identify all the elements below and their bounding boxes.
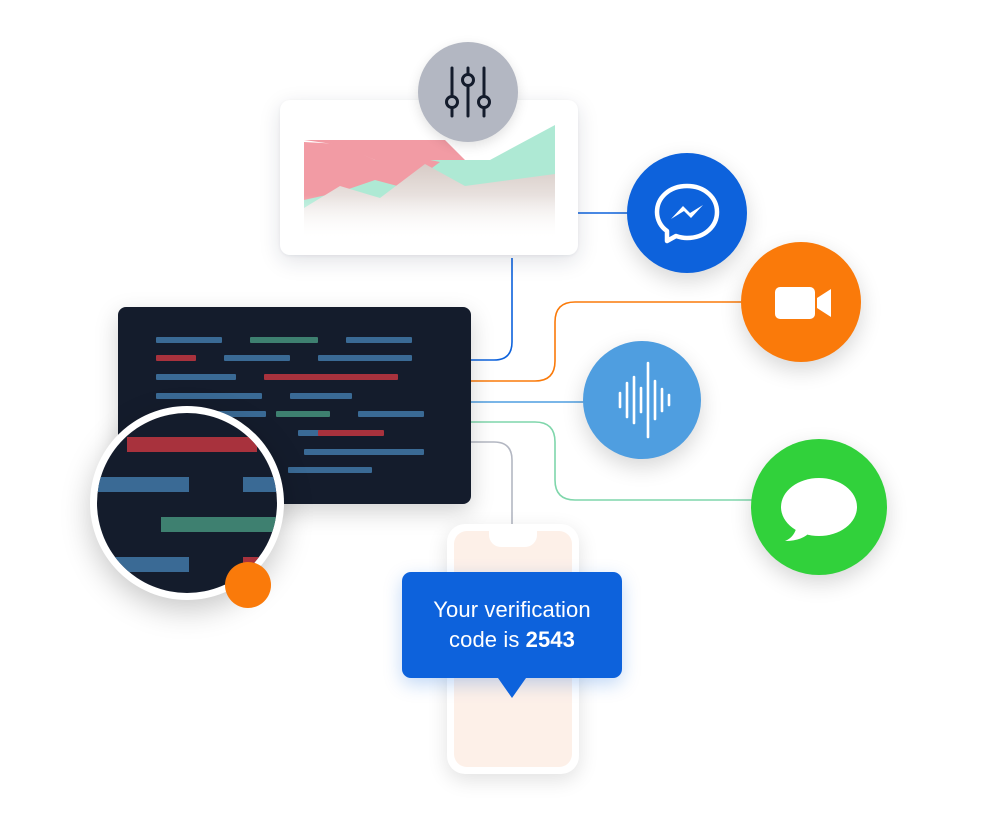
chart-area-red bbox=[304, 140, 465, 160]
sms-text-line-2: code is 2543 bbox=[402, 625, 622, 655]
area-chart-graphic bbox=[298, 125, 562, 240]
phone-notch bbox=[489, 531, 537, 547]
chat-bubble-icon bbox=[751, 439, 887, 575]
status-dot bbox=[225, 562, 271, 608]
sliders-icon bbox=[418, 42, 518, 142]
verification-code: 2543 bbox=[525, 627, 575, 652]
analytics-chart-card bbox=[280, 100, 578, 255]
sms-text-line-1: Your verification bbox=[433, 597, 591, 622]
video-camera-icon bbox=[741, 242, 861, 362]
connector-code-video bbox=[471, 301, 742, 382]
sms-notification: Your verification code is 2543 bbox=[402, 572, 622, 698]
sms-text-prefix: code is bbox=[449, 627, 520, 652]
messenger-icon bbox=[627, 153, 747, 273]
sound-wave-icon bbox=[583, 341, 701, 459]
connector-chart-code bbox=[471, 258, 513, 361]
connector-code-phone bbox=[471, 441, 513, 526]
connector-code-imessage bbox=[471, 421, 752, 501]
